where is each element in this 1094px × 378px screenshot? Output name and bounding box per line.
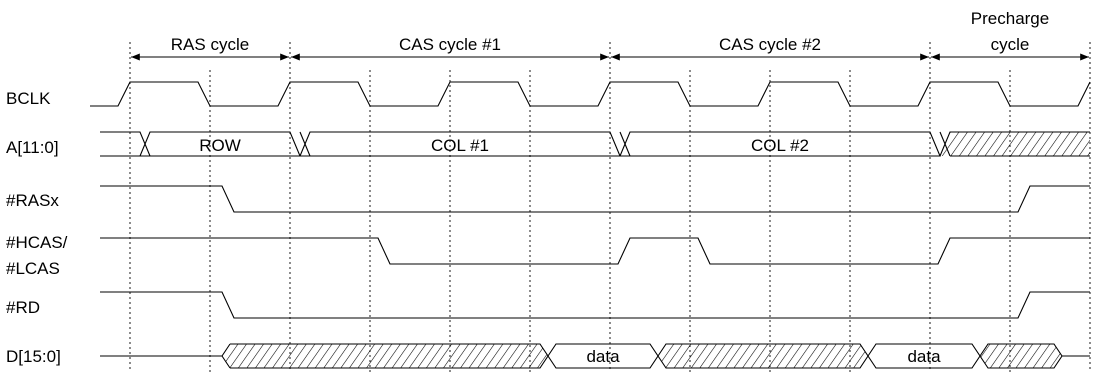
data-label-1: data xyxy=(586,347,620,366)
signal-label-rasx: #RASx xyxy=(6,191,59,210)
signal-label-hcas: #HCAS/ xyxy=(6,233,68,252)
precharge-label-line2: cycle xyxy=(991,35,1030,54)
addr-col2-segment xyxy=(619,131,941,157)
addr-invalid-segment xyxy=(940,132,1090,156)
signal-label-data: D[15:0] xyxy=(6,347,61,366)
grid-lines xyxy=(129,42,1091,372)
rd-waveform xyxy=(100,291,1090,319)
signal-labels: BCLK A[11:0] #RASx #HCAS/ #LCAS #RD D[15… xyxy=(6,89,68,366)
addr-row-segment xyxy=(139,131,301,157)
data-label-2: data xyxy=(907,347,941,366)
bclk-waveform xyxy=(90,81,1091,107)
signal-label-bclk: BCLK xyxy=(6,89,51,108)
phase-labels: RAS cycle CAS cycle #1 CAS cycle #2 Prec… xyxy=(152,9,1049,54)
data-bus: data data xyxy=(100,343,1090,369)
signal-label-rd: #RD xyxy=(6,298,40,317)
data-invalid-segment-2 xyxy=(658,344,868,368)
address-bus: ROW COL #1 COL #2 xyxy=(100,131,1090,157)
cas2-cycle-label: CAS cycle #2 xyxy=(719,35,821,54)
data-invalid-segment-1 xyxy=(222,344,548,368)
cas-waveform xyxy=(100,237,1090,265)
addr-row-label: ROW xyxy=(199,136,241,155)
addr-col1-label: COL #1 xyxy=(431,136,489,155)
cas1-cycle-label: CAS cycle #1 xyxy=(399,35,501,54)
ras-cycle-label: RAS cycle xyxy=(171,35,249,54)
signal-label-lcas: #LCAS xyxy=(6,259,60,278)
addr-col2-label: COL #2 xyxy=(751,136,809,155)
precharge-label-line1: Precharge xyxy=(971,9,1049,28)
signal-label-addr: A[11:0] xyxy=(6,138,59,157)
data-invalid-segment-3 xyxy=(980,344,1062,368)
addr-col1-segment xyxy=(299,131,621,157)
rasx-waveform xyxy=(100,185,1090,213)
